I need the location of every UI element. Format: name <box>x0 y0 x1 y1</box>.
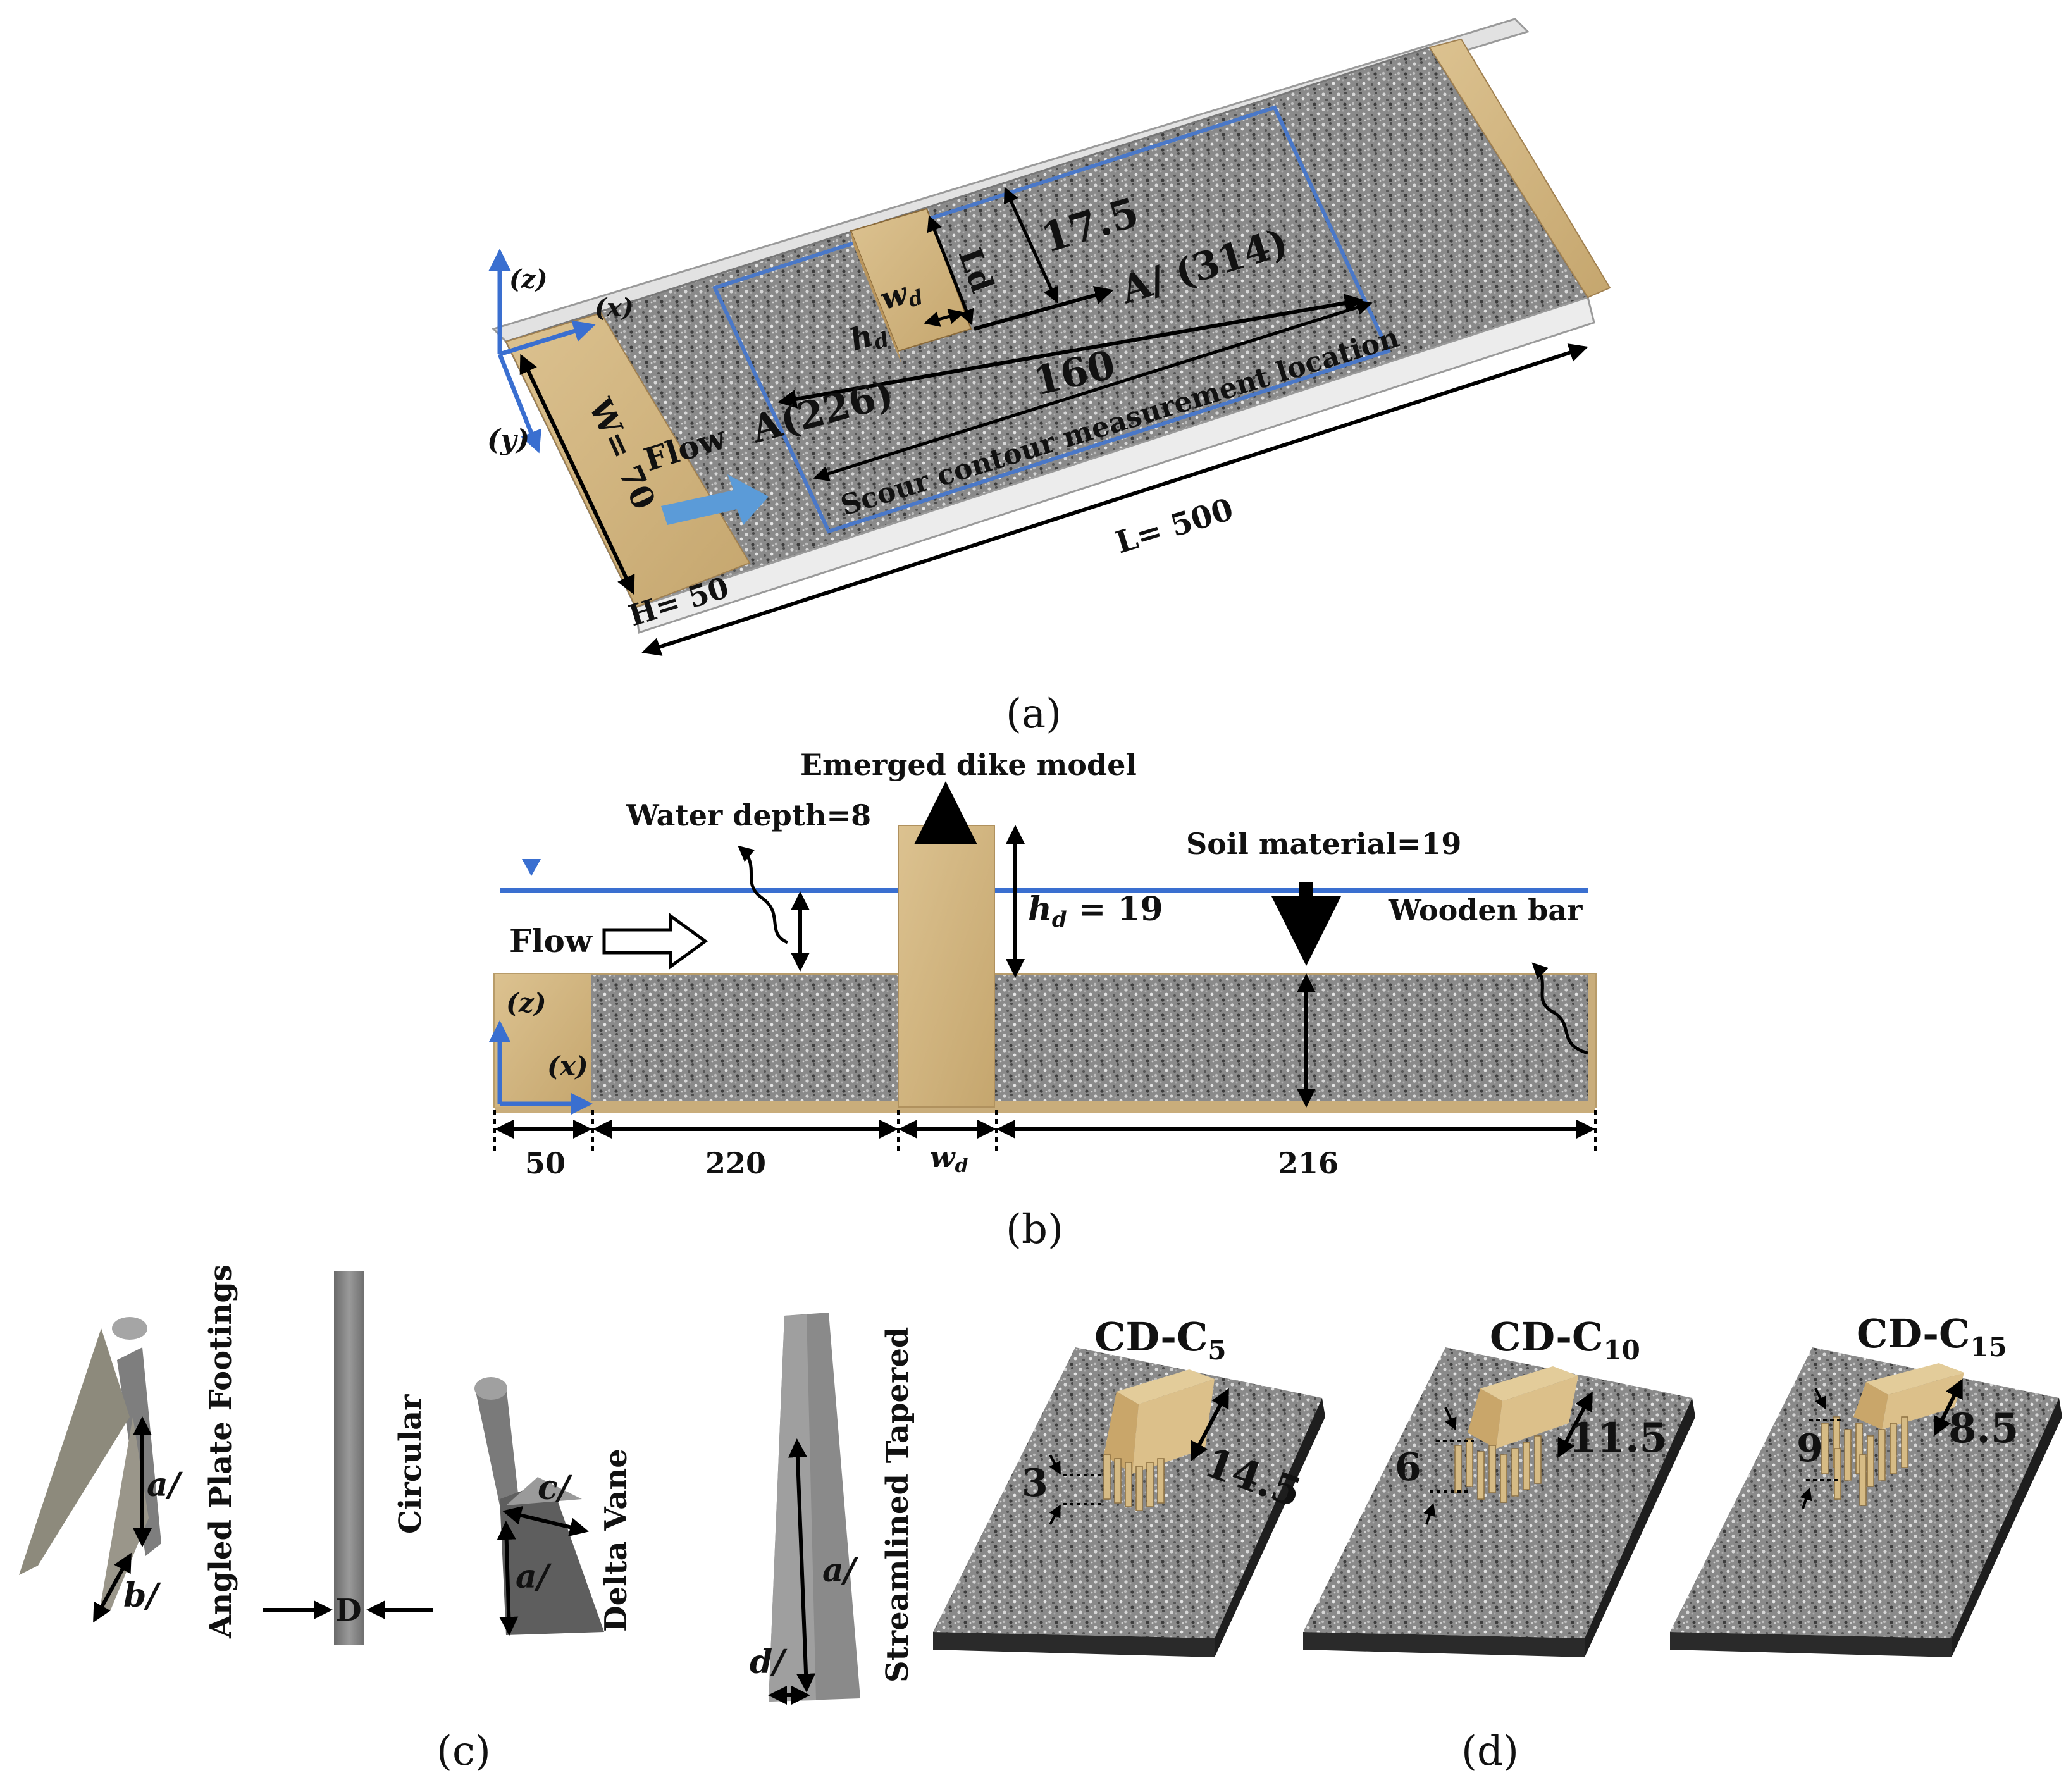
caption-a: (a) <box>1006 691 1061 738</box>
cd-c5-gap: 3 <box>1022 1461 1048 1505</box>
cd-c10-gap-arrow-bottom <box>1423 1503 1436 1525</box>
wooden-bar-pointer <box>1531 962 1588 1055</box>
cd-c10-length: 11.5 <box>1569 1414 1667 1462</box>
dim-220-label: 220 <box>705 1146 766 1180</box>
wooden-bar-label: Wooden bar <box>1388 893 1583 927</box>
cd-c15-model <box>1670 1347 2062 1657</box>
caption-d: (d) <box>1461 1728 1519 1775</box>
width-dimension <box>519 354 635 595</box>
water-depth-label: Water depth=8 <box>626 798 871 832</box>
cd-c15-gap-arrow-bottom <box>1800 1487 1812 1509</box>
axis-x-label: (x) <box>595 293 634 323</box>
cd-c10-gap: 6 <box>1395 1445 1421 1490</box>
cd-c10-length-dim <box>1557 1391 1593 1459</box>
water-depth-pointer <box>738 845 789 944</box>
hd-eq-label: hd = 19 <box>1028 890 1163 932</box>
panel-a: (z) (x) (y) Flow W= 70 H= 50 L= 500 Ld 1… <box>487 18 1611 738</box>
cd-c5-gap-arrow-top <box>1049 1454 1061 1475</box>
measure-dimension <box>813 300 1373 481</box>
dike-side-view <box>898 825 995 1108</box>
a-prime-dim-delta <box>497 1521 519 1636</box>
c-prime-label: c/ <box>538 1469 573 1507</box>
a-prime-dim-tapered <box>788 1438 816 1693</box>
length-dimension <box>641 343 1588 656</box>
water-level-marker <box>522 859 541 876</box>
streamlined-label: Streamlined Tapered <box>880 1327 915 1683</box>
panel-c: a/ b/ Angled Plate Footings Circular D c… <box>19 1264 634 1775</box>
flow-label-b: Flow <box>509 922 593 960</box>
cd-c15-gap-arrow-top <box>1814 1388 1826 1410</box>
a-prime-label-delta: a/ <box>516 1557 552 1596</box>
soil-bed <box>493 973 1597 1108</box>
dim-216-label: 216 <box>1278 1146 1339 1180</box>
axis-x-label-b: (x) <box>547 1051 588 1082</box>
panel-d: a/ d/ Streamlined Tapered CD-C5 3 14.5 <box>750 1311 2062 1775</box>
caption-c: (c) <box>436 1728 491 1775</box>
angled-plate-footings-model <box>19 1317 161 1619</box>
bottom-dimensions <box>493 1110 1597 1154</box>
a-prime-label-tapered: a/ <box>822 1551 859 1590</box>
outlet-wood-b <box>1588 974 1595 1107</box>
bottom-wooden-strip <box>495 1101 1595 1113</box>
dim-wd-label: wd <box>930 1140 968 1177</box>
a-prime-label-angled: a/ <box>147 1466 183 1504</box>
length-label: L= 500 <box>1111 491 1237 560</box>
dim-50-label: 50 <box>525 1146 566 1180</box>
axis-y-label: (y) <box>487 424 529 456</box>
caption-b: (b) <box>1006 1206 1063 1253</box>
cd-c10-model <box>1303 1347 1695 1657</box>
flow-arrow-b <box>602 913 708 970</box>
cd-c10-title: CD-C10 <box>1490 1314 1640 1366</box>
b-prime-dim <box>93 1552 132 1623</box>
cd-c5-length-dim <box>1191 1388 1229 1462</box>
b-prime-label: b/ <box>123 1576 161 1615</box>
cd-c5-gap-arrow-bottom <box>1049 1504 1061 1525</box>
d-label: D <box>335 1593 362 1628</box>
angled-label: Angled Plate Footings <box>203 1264 238 1639</box>
delta-label: Delta Vane <box>598 1449 634 1632</box>
circular-label: Circular <box>393 1394 428 1534</box>
emerged-label: Emerged dike model <box>800 748 1137 782</box>
axis-z-label: (z) <box>509 264 548 294</box>
cd-c10-gap-arrow-top <box>1444 1407 1457 1431</box>
cd-c5-title: CD-C5 <box>1094 1314 1227 1366</box>
distance-dimension <box>1003 187 1059 304</box>
soil-label: Soil material=19 <box>1186 827 1461 861</box>
c-prime-dim <box>502 1506 589 1536</box>
axis-z-label-b: (z) <box>506 987 547 1018</box>
axis-x-arrow <box>498 320 596 357</box>
outlet-wooden-bar <box>1428 38 1611 299</box>
d-prime-label: d/ <box>750 1643 788 1681</box>
panel-b: (z) (x) Flow Emerged dike model Water de… <box>488 748 1597 1253</box>
circular-pier-model <box>334 1271 364 1645</box>
cd-c15-length: 8.5 <box>1948 1405 2019 1452</box>
cd-c15-gap: 9 <box>1797 1426 1823 1471</box>
cd-c15-title: CD-C15 <box>1857 1311 2007 1363</box>
cd-c15-length-dim <box>1934 1378 1963 1437</box>
